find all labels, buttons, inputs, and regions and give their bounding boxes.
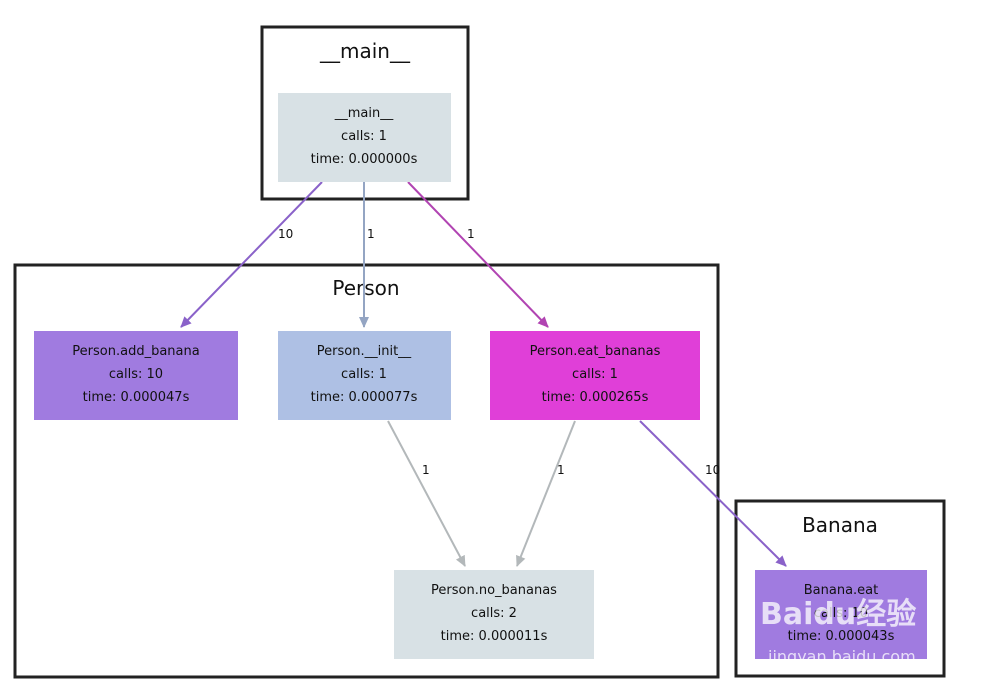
node-time: time: 0.000000s bbox=[311, 152, 418, 167]
node-time: time: 0.000265s bbox=[542, 390, 649, 405]
watermark-url: jingyan.baidu.com bbox=[767, 647, 916, 666]
cluster-main-title: __main__ bbox=[319, 39, 411, 63]
node-calls: calls: 10 bbox=[109, 367, 163, 382]
cluster-person: Person bbox=[13, 263, 720, 679]
node-box bbox=[34, 331, 238, 420]
node-add-banana[interactable]: Person.add_banana calls: 10 time: 0.0000… bbox=[34, 331, 238, 420]
edge-label: 1 bbox=[467, 227, 475, 241]
node-no-bananas[interactable]: Person.no_bananas calls: 2 time: 0.00001… bbox=[394, 570, 594, 659]
node-calls: calls: 1 bbox=[572, 367, 618, 382]
node-box bbox=[278, 331, 451, 420]
node-name: Person.eat_bananas bbox=[530, 344, 661, 359]
edge-label: 1 bbox=[557, 463, 565, 477]
node-time: time: 0.000047s bbox=[83, 390, 190, 405]
watermark-brand: Baidu经验 bbox=[760, 597, 916, 632]
edge-label: 10 bbox=[278, 227, 293, 241]
cluster-person-border bbox=[13, 263, 720, 679]
node-name: Person.add_banana bbox=[72, 344, 199, 359]
watermark: Baidu经验 jingyan.baidu.com bbox=[760, 597, 916, 666]
node-box bbox=[394, 570, 594, 659]
edge-line bbox=[407, 181, 549, 328]
node-name: __main__ bbox=[334, 106, 394, 121]
edge-label: 1 bbox=[422, 463, 430, 477]
edge-eat-bananas-to-banana-eat: 10 bbox=[639, 420, 787, 567]
node-init[interactable]: Person.__init__ calls: 1 time: 0.000077s bbox=[278, 331, 451, 420]
node-calls: calls: 2 bbox=[471, 606, 517, 621]
node-box bbox=[278, 93, 451, 182]
cluster-banana: Banana bbox=[734, 499, 946, 678]
edge-main-to-init: 1 bbox=[359, 182, 375, 328]
node-calls: calls: 10 bbox=[814, 606, 868, 621]
edge-main-to-add-banana: 10 bbox=[180, 181, 323, 328]
edge-label: 1 bbox=[367, 227, 375, 241]
edge-main-to-eat-bananas: 1 bbox=[407, 181, 549, 328]
edge-label: 10 bbox=[705, 463, 720, 477]
node-name: Banana.eat bbox=[804, 583, 879, 598]
edge-line bbox=[180, 181, 323, 328]
edge-eat-bananas-to-no-bananas: 1 bbox=[516, 420, 576, 567]
node-calls: calls: 1 bbox=[341, 129, 387, 144]
node-main[interactable]: __main__ calls: 1 time: 0.000000s bbox=[278, 93, 451, 182]
edge-init-to-no-bananas: 1 bbox=[387, 420, 466, 567]
node-eat-bananas[interactable]: Person.eat_bananas calls: 1 time: 0.0002… bbox=[490, 331, 700, 420]
edge-line bbox=[516, 420, 576, 567]
edge-line bbox=[639, 420, 787, 567]
cluster-banana-border bbox=[734, 499, 946, 678]
edge-line bbox=[387, 420, 466, 567]
node-box bbox=[490, 331, 700, 420]
node-time: time: 0.000077s bbox=[311, 390, 418, 405]
cluster-banana-title: Banana bbox=[802, 513, 878, 537]
node-banana-eat[interactable]: Banana.eat calls: 10 time: 0.000043s bbox=[755, 570, 927, 659]
cluster-person-title: Person bbox=[332, 276, 399, 300]
node-time: time: 0.000043s bbox=[788, 629, 895, 644]
node-name: Person.no_bananas bbox=[431, 583, 557, 598]
node-name: Person.__init__ bbox=[317, 344, 412, 359]
node-time: time: 0.000011s bbox=[441, 629, 548, 644]
node-box bbox=[755, 570, 927, 659]
node-calls: calls: 1 bbox=[341, 367, 387, 382]
